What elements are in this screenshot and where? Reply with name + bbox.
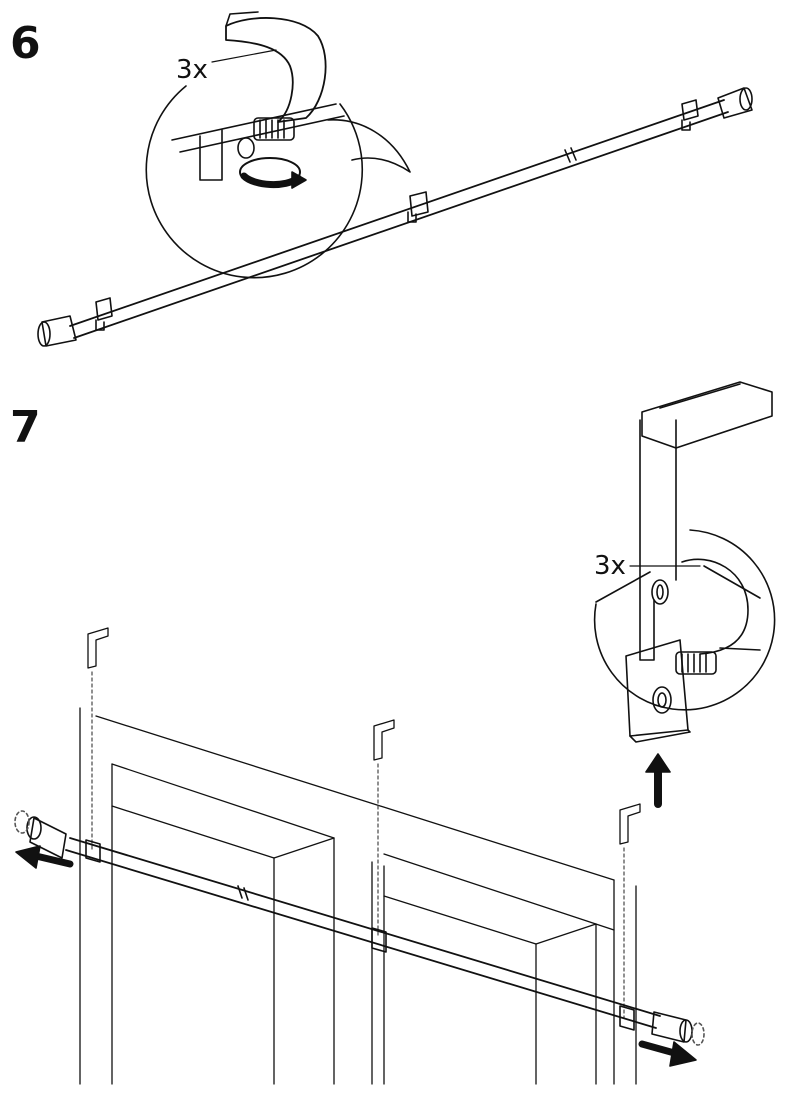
step-number-6: 6: [10, 18, 41, 69]
step7-curtain-rod: [14, 810, 705, 1046]
extend-right-arrow-icon: [638, 1040, 697, 1067]
rotate-arrow-icon: [239, 157, 307, 189]
thumb-screw-icon: [237, 117, 295, 159]
step7-quantity-label: 3x: [594, 551, 626, 581]
step6-detail-callout: 3x: [145, 11, 411, 279]
thumb-screw-icon: [675, 651, 717, 675]
step7-wall-brackets: [87, 627, 641, 1019]
push-up-arrow-icon: [645, 753, 671, 808]
step6-curtain-rod: [37, 87, 753, 347]
step7-window-frame: [79, 707, 637, 1085]
rod-bracket-icon: [95, 297, 113, 331]
step7-detail-callout: 3x: [593, 381, 776, 743]
step6-quantity-label: 3x: [176, 55, 208, 85]
rod-bracket-icon: [681, 99, 699, 131]
rod-bracket-icon: [407, 191, 429, 223]
extend-left-arrow-icon: [15, 845, 74, 869]
step-number-7: 7: [10, 402, 41, 453]
